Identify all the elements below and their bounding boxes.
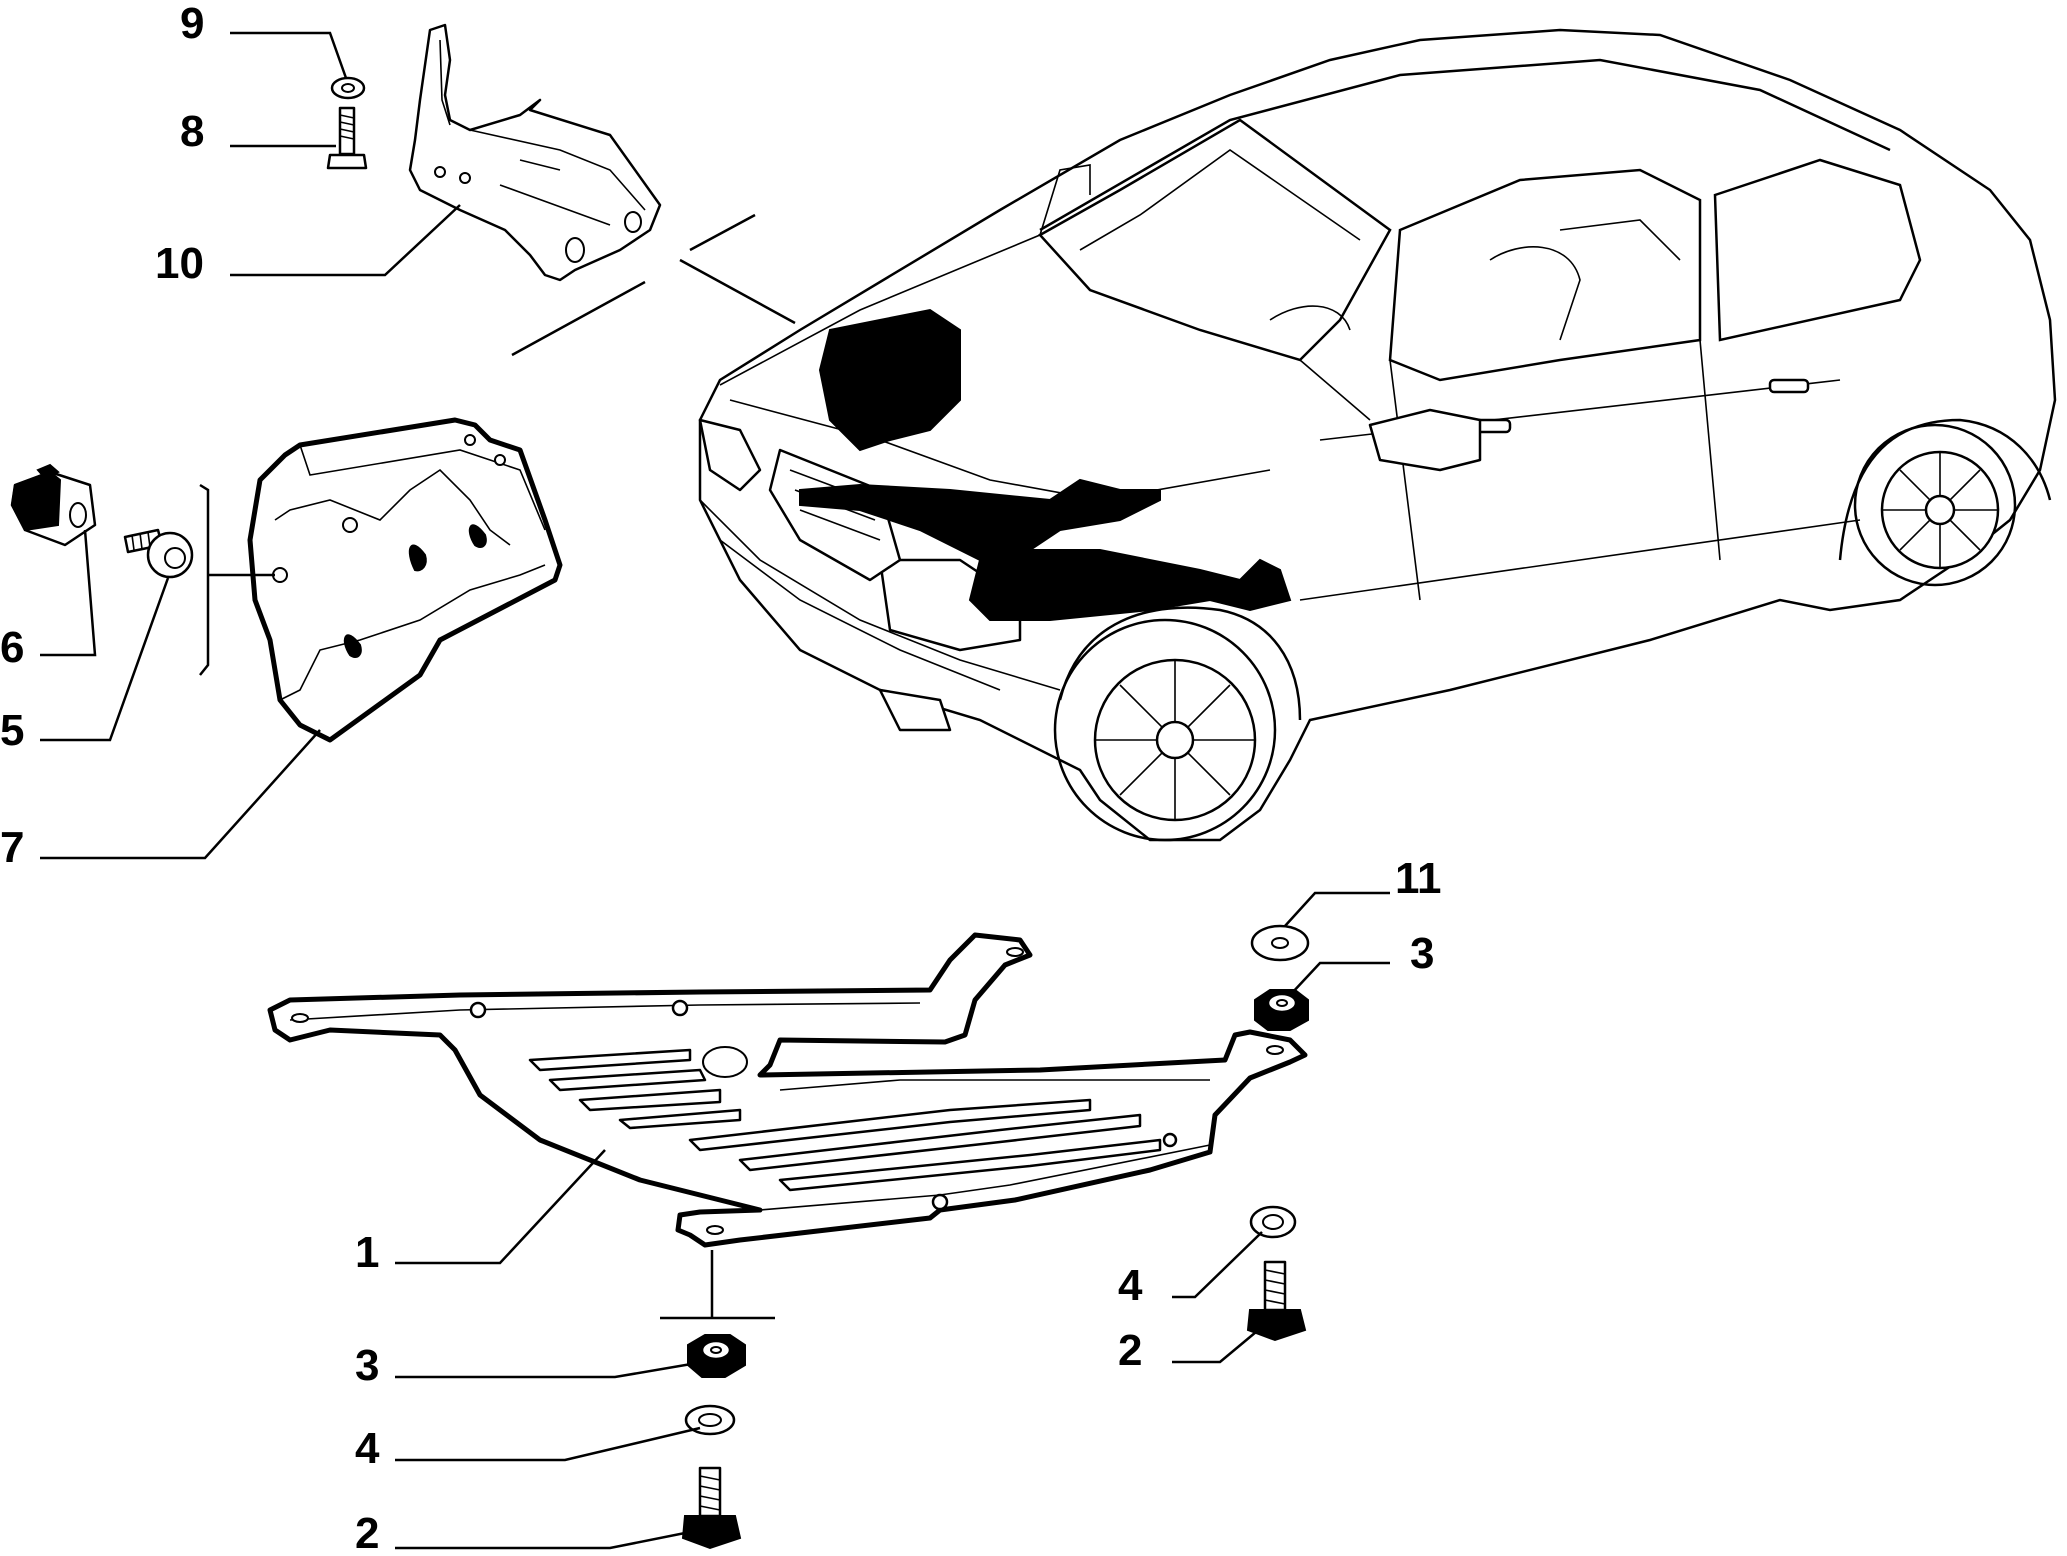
part-4-spring-washer-bottom xyxy=(684,1404,736,1436)
callout-4-bottom: 4 xyxy=(355,1424,380,1473)
callout-7: 7 xyxy=(0,823,24,872)
callout-2-right: 2 xyxy=(1118,1326,1142,1375)
callout-3-right: 3 xyxy=(1410,929,1434,978)
leader-4a xyxy=(1172,1231,1263,1299)
part-3-nut-right xyxy=(1254,989,1309,1031)
leader-3a xyxy=(1291,961,1390,994)
part-6-clip xyxy=(10,463,97,547)
callout-4-right: 4 xyxy=(1118,1261,1143,1310)
part-10-bracket xyxy=(408,23,662,282)
car-illustration xyxy=(698,28,2057,842)
leader-10 xyxy=(230,204,461,277)
part-9-washer xyxy=(330,76,366,100)
part-1-guard xyxy=(267,932,1308,1248)
part-2-bolt-right xyxy=(1246,1260,1307,1342)
callout-3-bottom: 3 xyxy=(355,1341,379,1390)
leader-3b xyxy=(395,1360,704,1379)
callout-10: 10 xyxy=(155,239,204,288)
callout-2-bottom: 2 xyxy=(355,1509,379,1551)
leader-9 xyxy=(230,31,348,79)
leader-5 xyxy=(40,577,170,742)
callout-1: 1 xyxy=(355,1228,379,1277)
part-8-bolt xyxy=(326,106,368,170)
leader-4b xyxy=(395,1426,701,1462)
leader-6 xyxy=(40,529,97,657)
callout-8: 8 xyxy=(180,107,204,156)
part-7-shield xyxy=(247,417,563,743)
part-3-nut-bottom xyxy=(687,1334,746,1378)
leader-2b xyxy=(395,1528,701,1550)
callout-11: 11 xyxy=(1395,854,1442,903)
callout-5: 5 xyxy=(0,706,24,755)
part-2-bolt-bottom xyxy=(681,1466,742,1550)
leader-11 xyxy=(1284,891,1390,927)
callout-6: 6 xyxy=(0,623,24,672)
part-5-screw xyxy=(123,528,194,579)
callout-9: 9 xyxy=(180,0,204,48)
leader-2a xyxy=(1172,1321,1269,1364)
part-4-spring-washer-right xyxy=(1249,1205,1297,1239)
leader-7 xyxy=(40,729,321,860)
leader-1 xyxy=(395,1149,606,1265)
part-11-washer xyxy=(1250,924,1310,962)
